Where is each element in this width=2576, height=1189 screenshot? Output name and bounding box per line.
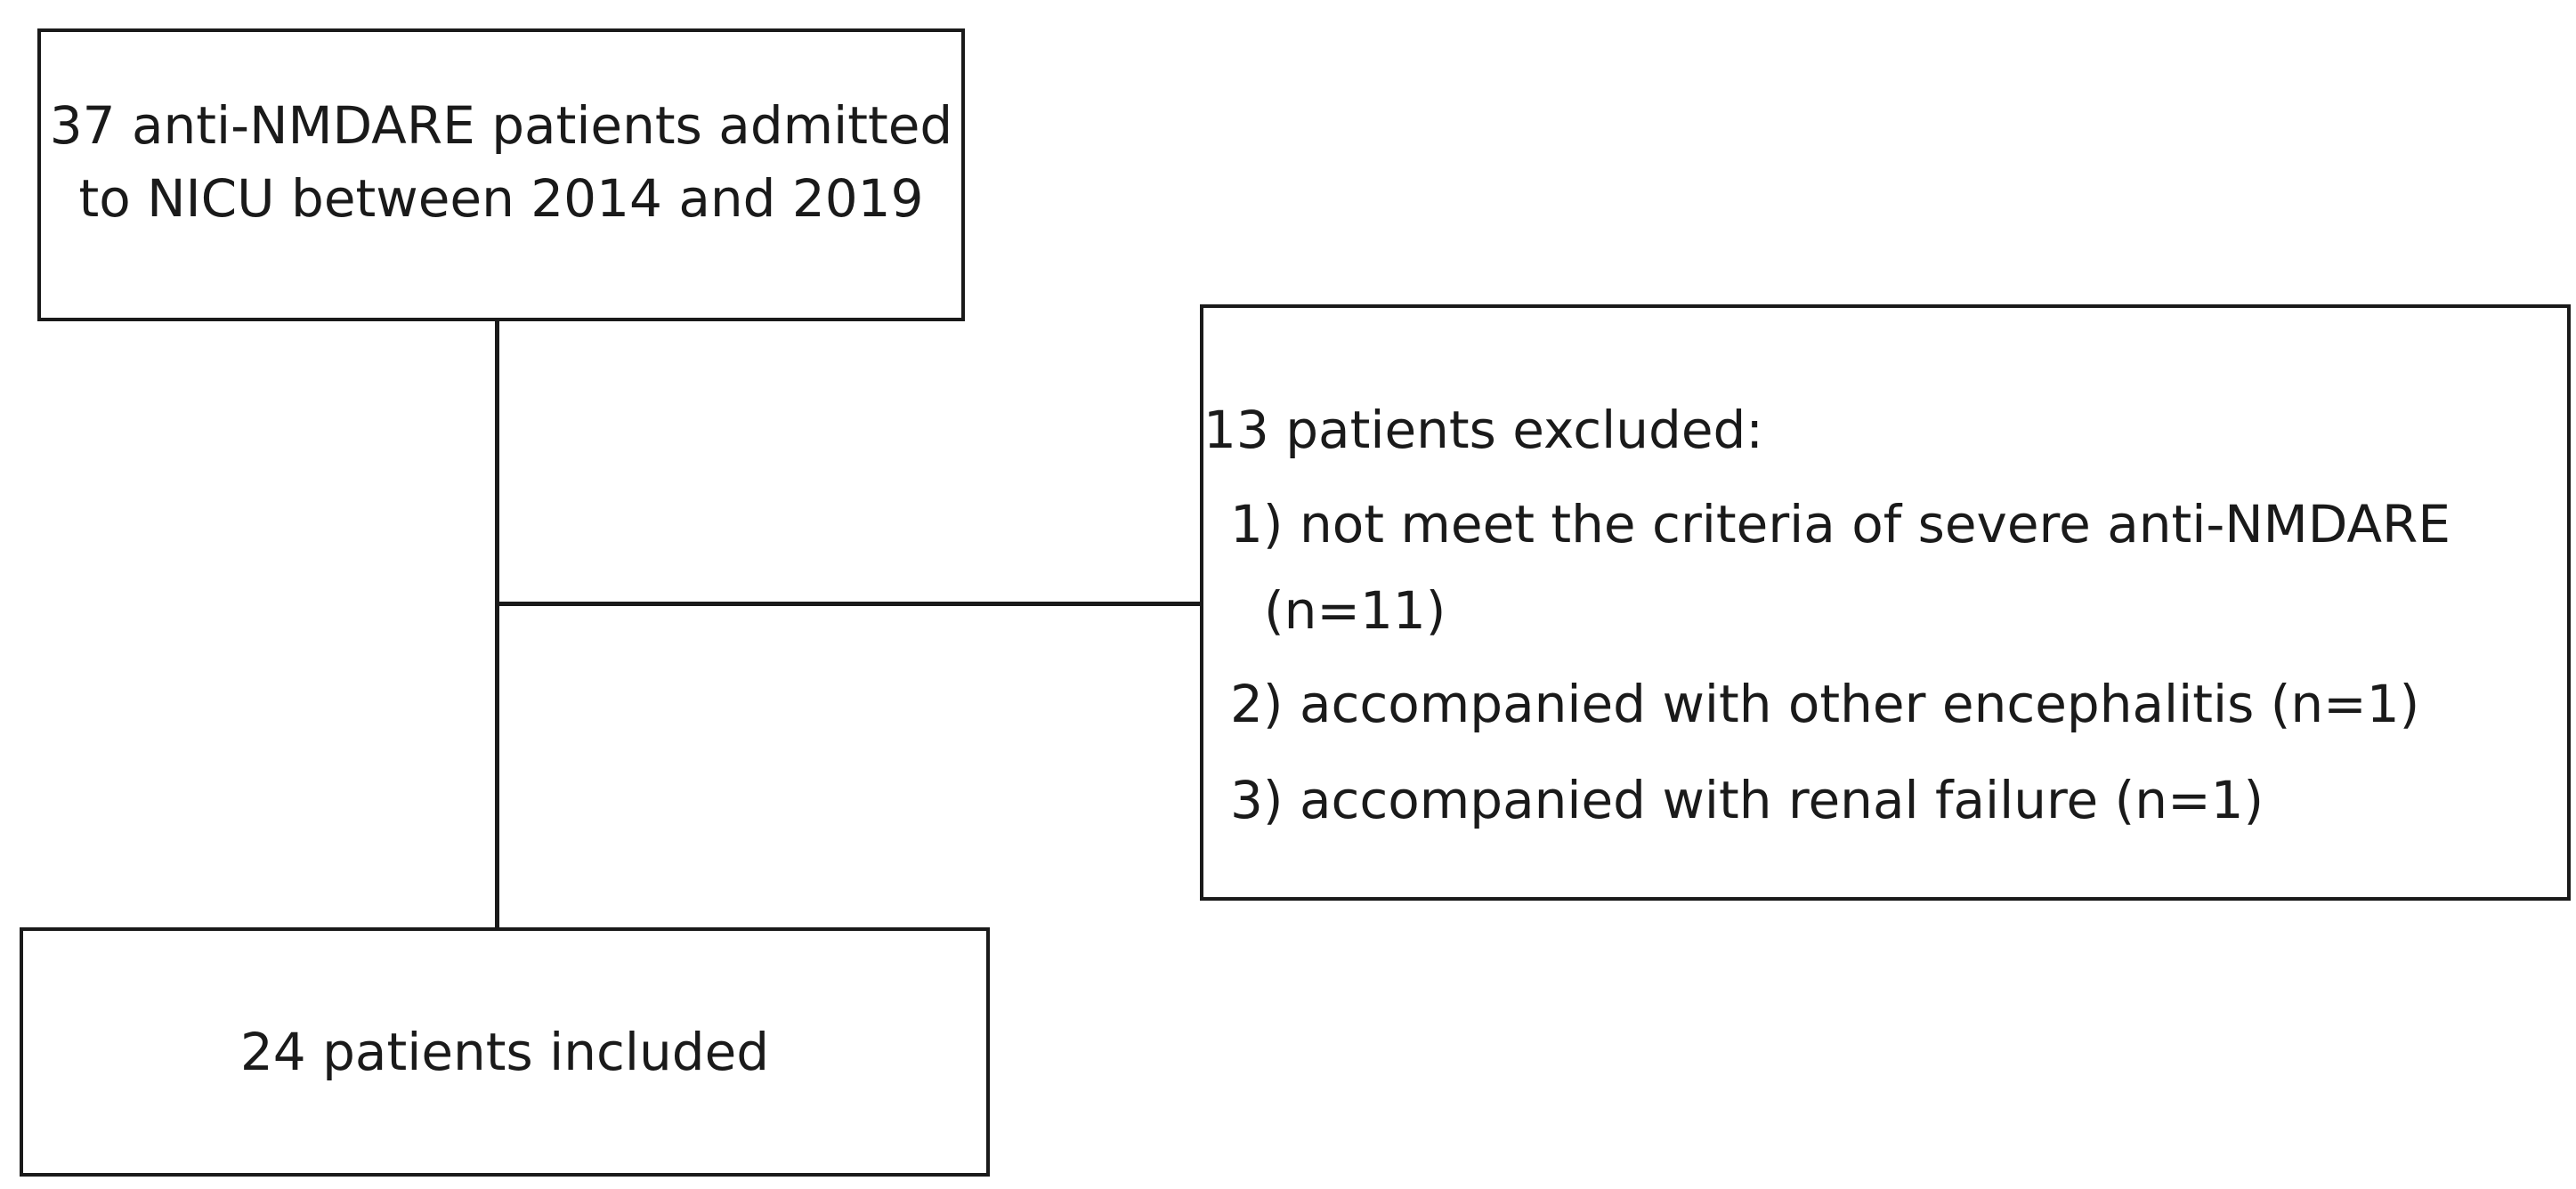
exclusion-reason-2: 2) accompanied with other encephalitis (… <box>1230 674 2420 734</box>
enrolled-patients-box: 37 anti-NMDARE patients admitted to NICU… <box>37 28 965 321</box>
excluded-heading: 13 patients excluded: <box>1203 400 1763 460</box>
exclusion-reason-1-count: (n=11) <box>1264 580 1446 641</box>
exclusion-reason-1: 1) not meet the criteria of severe anti-… <box>1230 494 2450 554</box>
included-patients-box: 24 patients included <box>20 927 990 1177</box>
main-flow-connector <box>495 321 499 927</box>
exclusion-reason-3: 3) accompanied with renal failure (n=1) <box>1230 770 2264 830</box>
enrolled-patients-line-1: 37 anti-NMDARE patients admitted <box>49 94 953 156</box>
enrolled-patients-text: 37 anti-NMDARE patients admitted to NICU… <box>50 89 952 235</box>
exclusion-branch-connector <box>497 602 1200 606</box>
included-patients-text: 24 patients included <box>239 1022 770 1082</box>
excluded-patients-box: 13 patients excluded: 1) not meet the cr… <box>1200 304 2571 901</box>
enrolled-patients-line-2: to NICU between 2014 and 2019 <box>78 167 924 229</box>
